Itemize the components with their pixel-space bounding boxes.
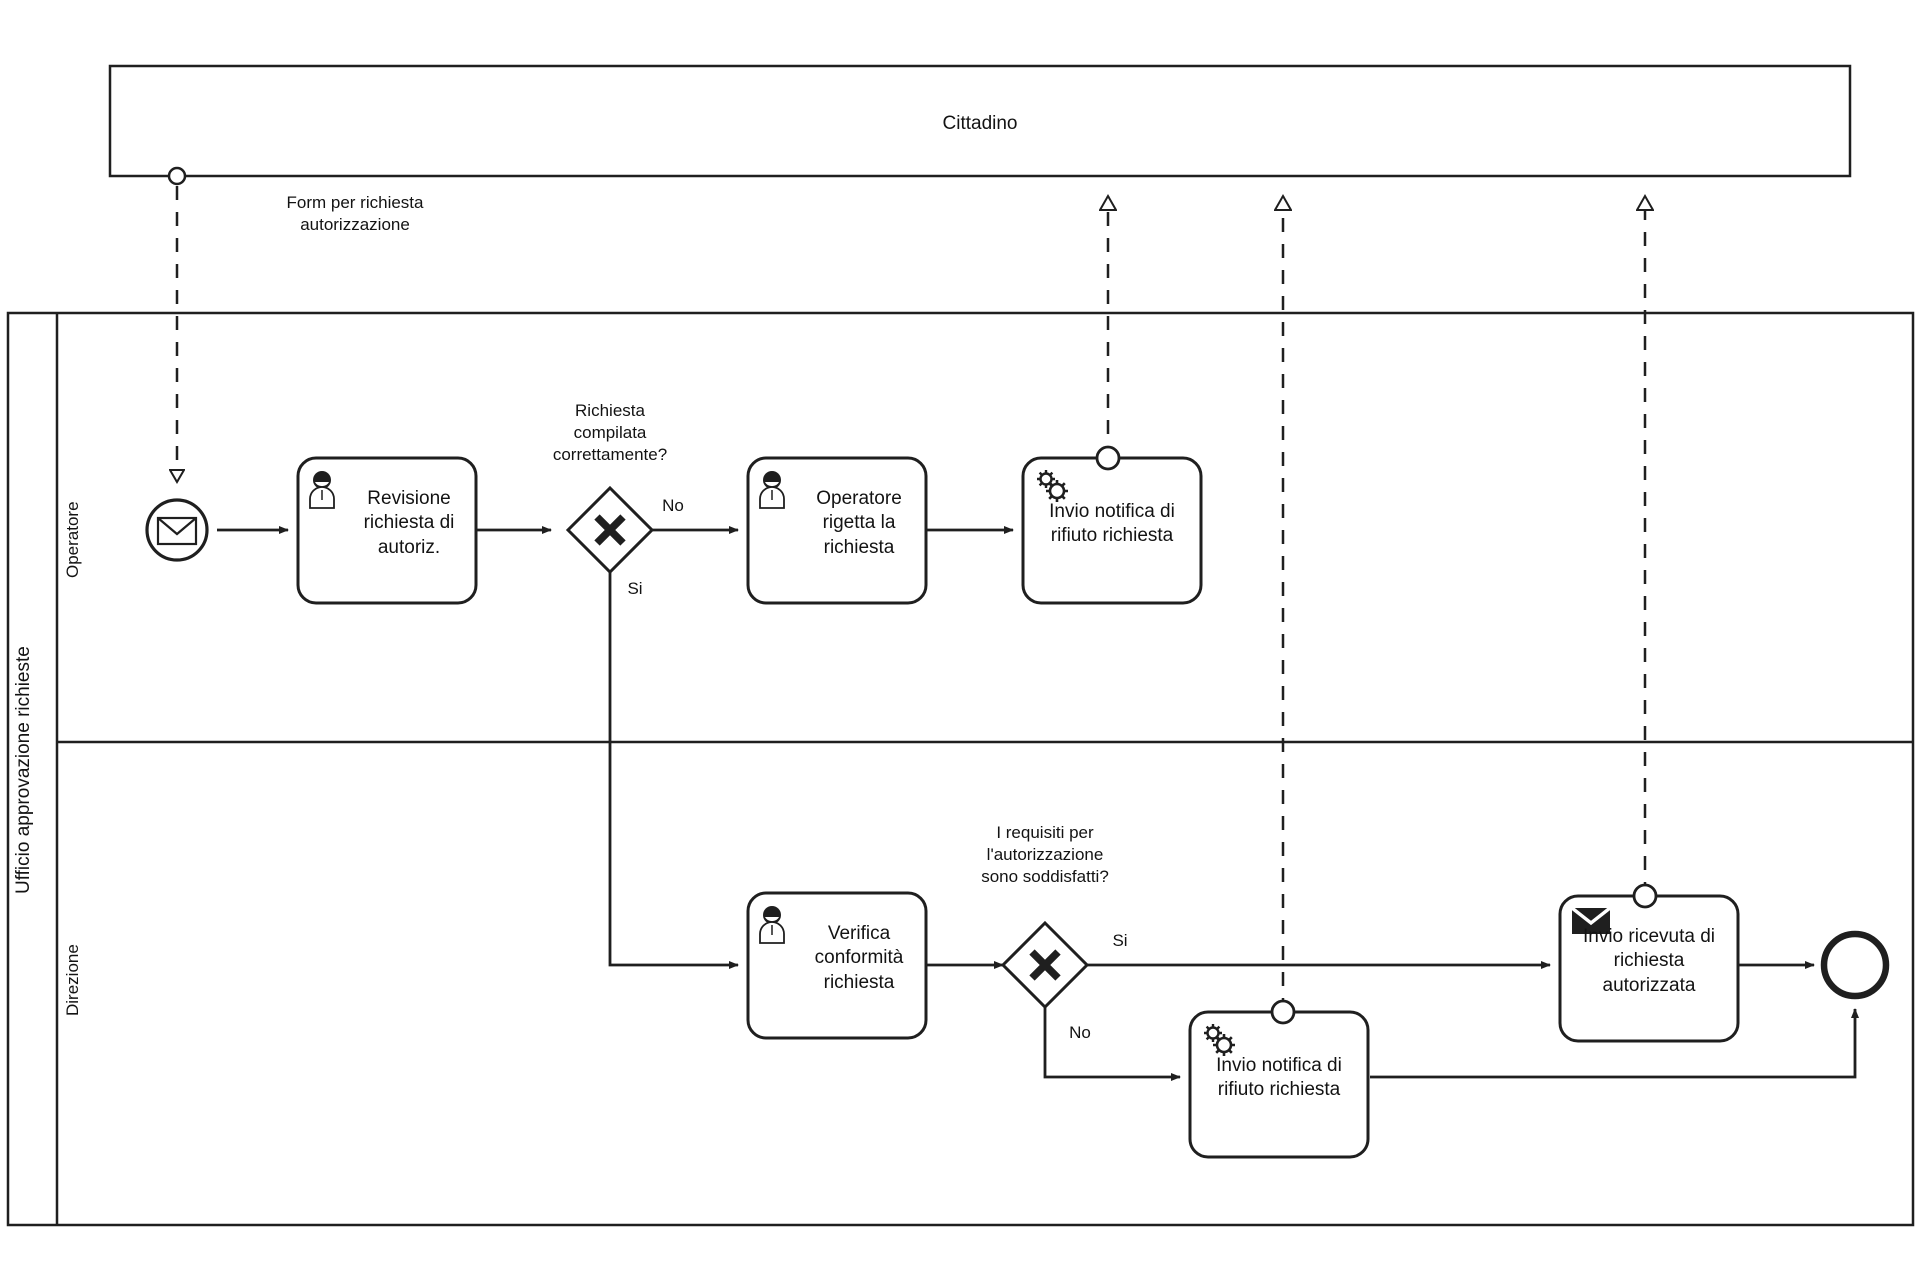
- task-invio-notifica-rifiuto-direzione[interactable]: [1188, 999, 1370, 1159]
- task-label-invio-ricevuta: Invio ricevuta di richiesta autorizzata: [1582, 926, 1715, 996]
- task-label-invio-rifiuto-direzione: Invio notifica di rifiuto richiesta: [1216, 1055, 1342, 1101]
- task-invio-notifica-rifiuto-operatore[interactable]: [1021, 445, 1203, 605]
- message-throw-event-icon[interactable]: [1632, 883, 1658, 909]
- message-throw-event-icon[interactable]: [1095, 445, 1121, 471]
- task-revisione-richiesta[interactable]: [296, 456, 478, 605]
- message-flow-start: [167, 166, 187, 482]
- start-event-message[interactable]: [145, 498, 209, 562]
- lane-label-direzione: Direzione: [63, 944, 82, 1016]
- user-task-icon: [759, 471, 785, 509]
- gear-task-icon: [1204, 1024, 1235, 1056]
- gateway-requisiti-soddisfatti[interactable]: [1000, 920, 1090, 1010]
- task-verifica-conformita[interactable]: [746, 891, 928, 1040]
- pool-cittadino: [108, 64, 1852, 178]
- task-label-rigetta: Operatore rigetta la richiesta: [816, 488, 902, 558]
- send-task-envelope-icon: [1570, 906, 1612, 934]
- task-label-invio-rifiuto-operatore: Invio notifica di rifiuto richiesta: [1049, 501, 1175, 547]
- lane-label-operatore: Operatore: [63, 501, 82, 579]
- gateway-label-richiesta-compilata: Richiesta compilata correttamente?: [552, 401, 668, 464]
- task-label-revisione: Revisione richiesta di autoriz.: [363, 488, 455, 558]
- flow-label-gw2-si: Si: [1112, 931, 1128, 950]
- message-flow-label-form: Form per richiesta autorizzazione: [286, 193, 424, 234]
- end-event[interactable]: [1820, 930, 1890, 1000]
- sequence-flows: [217, 526, 1859, 1081]
- pool-label-ufficio: Ufficio approvazione richieste: [13, 646, 34, 894]
- user-task-icon: [309, 471, 335, 509]
- flow-label-gw1-si: Si: [627, 579, 643, 598]
- flow-label-gw2-no: No: [1069, 1023, 1091, 1042]
- gateway-richiesta-compilata[interactable]: [565, 485, 655, 575]
- gear-task-icon: [1037, 470, 1068, 502]
- gateway-label-requisiti: I requisiti per l'autorizzazione sono so…: [981, 823, 1109, 886]
- envelope-icon: [156, 516, 198, 546]
- task-label-verifica: Verifica conformità richiesta: [814, 923, 904, 993]
- task-invio-ricevuta[interactable]: [1558, 883, 1740, 1043]
- flow-label-gw1-no: No: [662, 496, 684, 515]
- pool-label-cittadino: Cittadino: [942, 113, 1018, 134]
- pool-ufficio: [6, 311, 1915, 1227]
- user-task-icon: [759, 906, 785, 944]
- task-operatore-rigetta[interactable]: [746, 456, 928, 605]
- message-throw-event-icon[interactable]: [1270, 999, 1296, 1025]
